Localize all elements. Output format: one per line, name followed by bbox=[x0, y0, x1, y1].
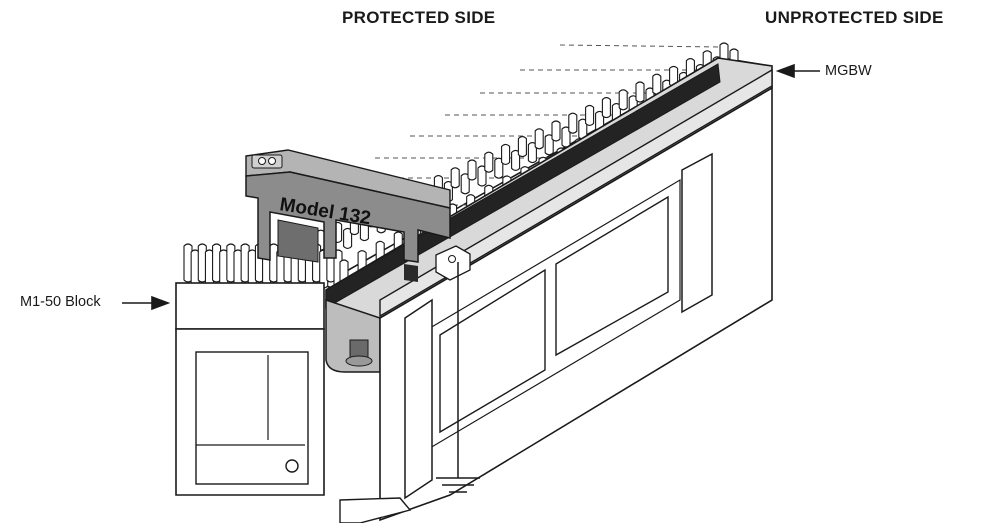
side-post-front bbox=[404, 298, 433, 500]
block-foot bbox=[339, 497, 412, 524]
mounting-hole bbox=[285, 459, 299, 473]
ground-symbol bbox=[436, 262, 480, 493]
terminal-pin bbox=[635, 81, 645, 103]
side-window-right bbox=[555, 195, 669, 357]
terminal-pin bbox=[467, 159, 477, 181]
mgbw-bar-face bbox=[379, 68, 773, 318]
terminal-pin bbox=[544, 134, 554, 156]
terminal-pin bbox=[551, 120, 561, 142]
protected-side-header: PROTECTED SIDE bbox=[342, 8, 496, 27]
model-132-module bbox=[245, 149, 451, 282]
side-post-back bbox=[681, 152, 713, 314]
terminal-pin bbox=[484, 151, 494, 173]
terminal-pin bbox=[652, 73, 662, 95]
terminal-pin bbox=[501, 143, 511, 165]
side-window-left bbox=[439, 268, 546, 434]
block-front-face bbox=[175, 282, 325, 330]
terminal-pin bbox=[568, 112, 578, 134]
terminal-pin bbox=[343, 227, 353, 249]
terminal-pin bbox=[517, 136, 527, 158]
terminal-pin bbox=[534, 128, 544, 150]
mgbw-callout: MGBW bbox=[825, 63, 872, 79]
terminal-pin bbox=[618, 89, 628, 111]
terminal-pin bbox=[585, 104, 595, 126]
terminal-pin bbox=[527, 142, 537, 164]
block-arrow bbox=[122, 295, 171, 311]
terminal-pin bbox=[511, 149, 521, 171]
terminal-pin bbox=[494, 157, 504, 179]
terminal-pin bbox=[460, 173, 470, 195]
ground-lug bbox=[435, 245, 471, 281]
terminal-pin bbox=[450, 167, 460, 189]
ground-screw bbox=[345, 339, 373, 367]
mgbw-arrow bbox=[775, 63, 820, 79]
terminal-pin bbox=[601, 97, 611, 119]
m1-50-block-callout: M1-50 Block bbox=[20, 294, 101, 310]
unprotected-side-header: UNPROTECTED SIDE bbox=[765, 8, 944, 27]
terminal-pin bbox=[477, 165, 487, 187]
